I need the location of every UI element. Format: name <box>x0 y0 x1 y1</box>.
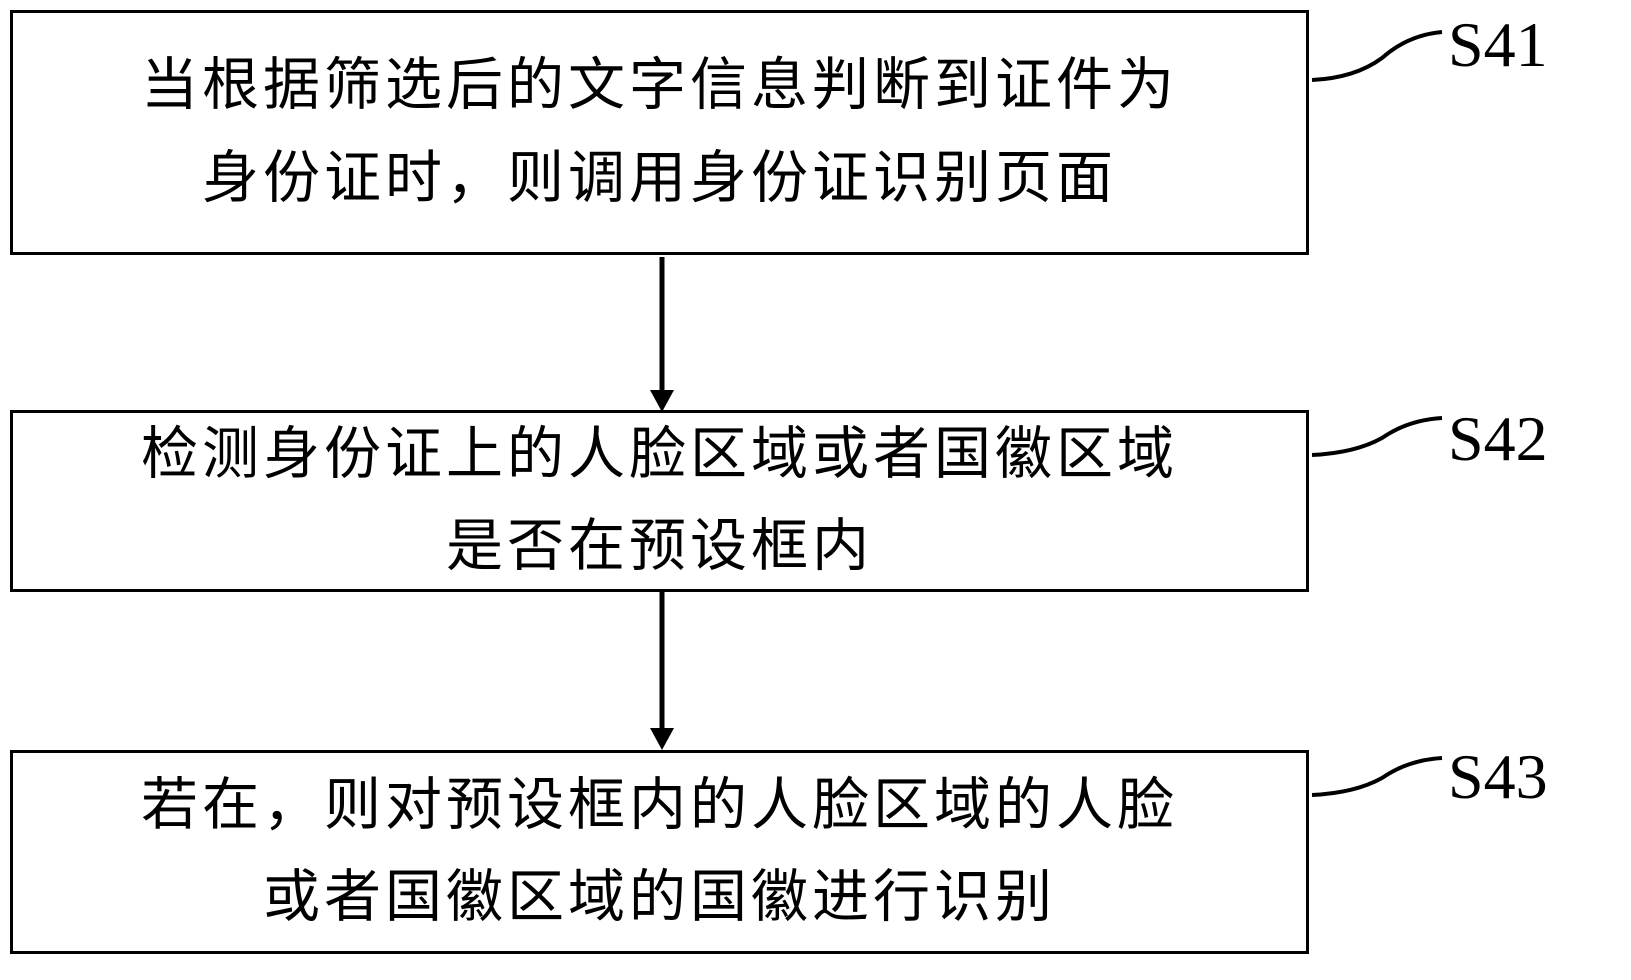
step-s42-text-line-2: 是否在预设框内 <box>446 515 873 578</box>
step-box-s41: 当根据筛选后的文字信息判断到证件为 身份证时，则调用身份证识别页面 <box>10 10 1309 255</box>
leader-curve-s42 <box>1311 416 1443 457</box>
step-label-s43: S43 <box>1448 741 1548 812</box>
arrowhead-s42-s43 <box>650 728 674 750</box>
step-box-s42: 检测身份证上的人脸区域或者国徽区域 是否在预设框内 <box>10 410 1309 592</box>
step-s43-text-line-2: 或者国徽区域的国徽进行识别 <box>263 866 1056 929</box>
step-s43-text-line-1: 若在，则对预设框内的人脸区域的人脸 <box>141 773 1178 837</box>
step-s41-text-line-1: 当根据筛选后的文字信息判断到证件为 <box>141 54 1178 118</box>
step-box-s43: 若在，则对预设框内的人脸区域的人脸 或者国徽区域的国徽进行识别 <box>10 750 1309 954</box>
step-label-s42: S42 <box>1448 403 1548 474</box>
leader-curve-s41 <box>1311 30 1443 82</box>
step-label-s41: S41 <box>1448 9 1548 80</box>
step-s41-text-line-2: 身份证时，则调用身份证识别页面 <box>202 146 1117 210</box>
step-s42-text-line-1: 检测身份证上的人脸区域或者国徽区域 <box>141 422 1178 486</box>
leader-curve-s43 <box>1311 756 1443 797</box>
